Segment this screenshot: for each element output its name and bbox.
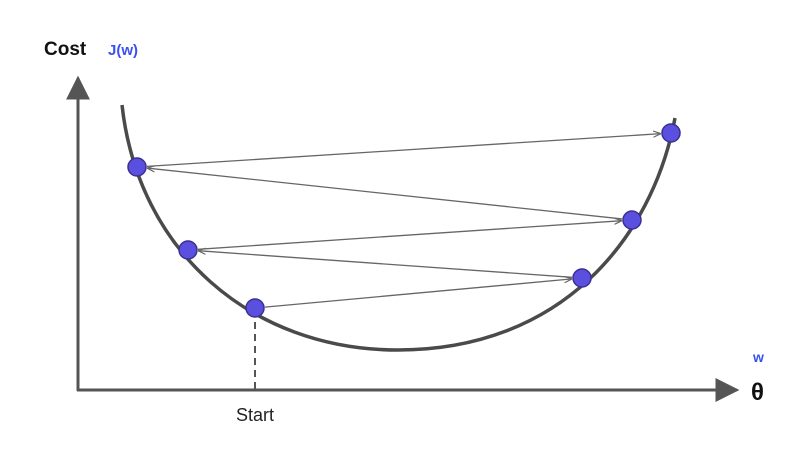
cost-curve xyxy=(120,104,677,352)
descent-point xyxy=(178,240,198,260)
x-axis-superscript: w xyxy=(752,349,764,365)
descent-points xyxy=(127,123,681,318)
descent-point xyxy=(245,298,265,318)
descent-steps xyxy=(146,134,661,308)
descent-point xyxy=(622,210,642,230)
step-arrow xyxy=(198,251,573,278)
step-arrow xyxy=(264,279,572,308)
y-axis-label: Cost xyxy=(44,39,87,60)
step-arrow xyxy=(146,134,661,168)
step-arrow xyxy=(197,221,622,250)
descent-point xyxy=(661,123,681,143)
y-axis-symbol: J(w) xyxy=(108,42,138,59)
descent-point xyxy=(572,268,592,288)
descent-point xyxy=(127,157,147,177)
step-arrow xyxy=(147,168,623,220)
start-label: Start xyxy=(236,405,274,425)
x-axis-symbol: θ xyxy=(751,379,764,406)
